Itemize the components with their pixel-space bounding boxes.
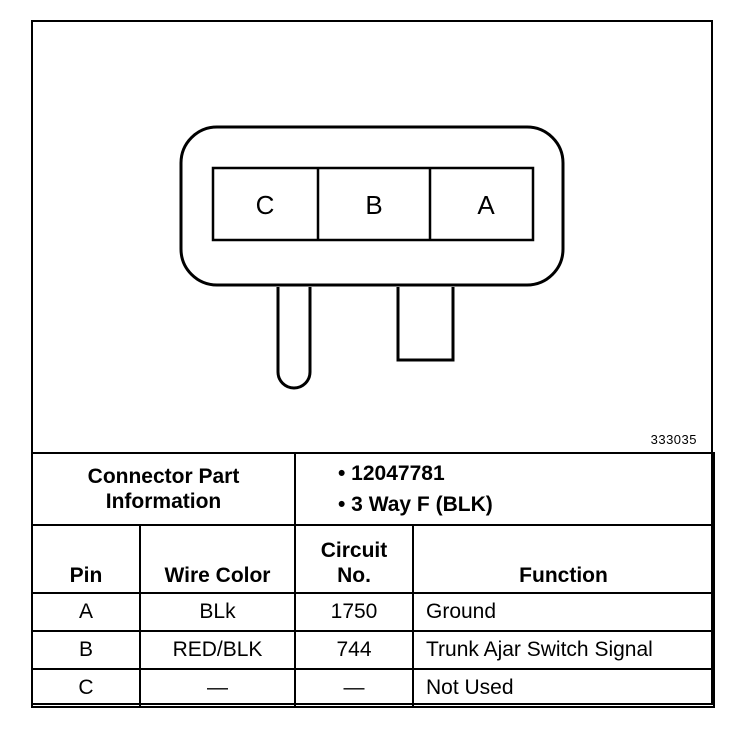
cavity-label-c: C [256,190,275,220]
square-terminal [396,287,455,362]
function-cell: Trunk Ajar Switch Signal [412,630,715,670]
cavity-label-b: B [365,190,382,220]
connector-pinout-table: Connector Part Information • 12047781 • … [31,452,715,708]
header-circuit: Circuit No. [294,524,414,594]
table-row: A BLk 1750 Ground [31,592,715,632]
header-pin: Pin [31,524,141,594]
table-row: C — — Not Used [31,668,715,708]
cavity-block [211,166,535,242]
header-circuit-line2: No. [337,563,371,587]
diagram-frame: C B A 333035 Connector Part Information … [31,20,715,708]
wire-color-cell: — [139,668,296,708]
part-number: • 12047781 [338,462,445,485]
wire-color-cell: BLk [139,592,296,632]
table-header-row: Pin Wire Color Circuit No. Function [31,524,715,594]
part-info-label-line1: Connector Part [87,464,240,488]
circuit-cell: 744 [294,630,414,670]
function-cell: Not Used [412,668,715,708]
cavity-label-a: A [477,190,495,220]
circuit-cell: — [294,668,414,708]
header-wire-color: Wire Color [139,524,296,594]
header-function: Function [412,524,715,594]
table-row: B RED/BLK 744 Trunk Ajar Switch Signal [31,630,715,670]
function-cell: Ground [412,592,715,632]
connector-description: • 3 Way F (BLK) [338,493,493,516]
part-info-label-line2: Information [105,490,222,513]
connector-drawing: C B A [179,125,565,390]
rounded-terminal [276,287,312,390]
part-info-label: Connector Part Information [31,452,296,526]
figure-id: 333035 [650,432,697,447]
wire-color-cell: RED/BLK [139,630,296,670]
pin-cell: B [31,630,141,670]
pin-cell: A [31,592,141,632]
header-circuit-line1: Circuit [320,538,388,562]
part-info-row: Connector Part Information • 12047781 • … [31,452,715,526]
connector-diagram: C B A 333035 [33,22,711,454]
circuit-cell: 1750 [294,592,414,632]
pin-cell: C [31,668,141,708]
part-info-values: • 12047781 • 3 Way F (BLK) [294,452,715,526]
